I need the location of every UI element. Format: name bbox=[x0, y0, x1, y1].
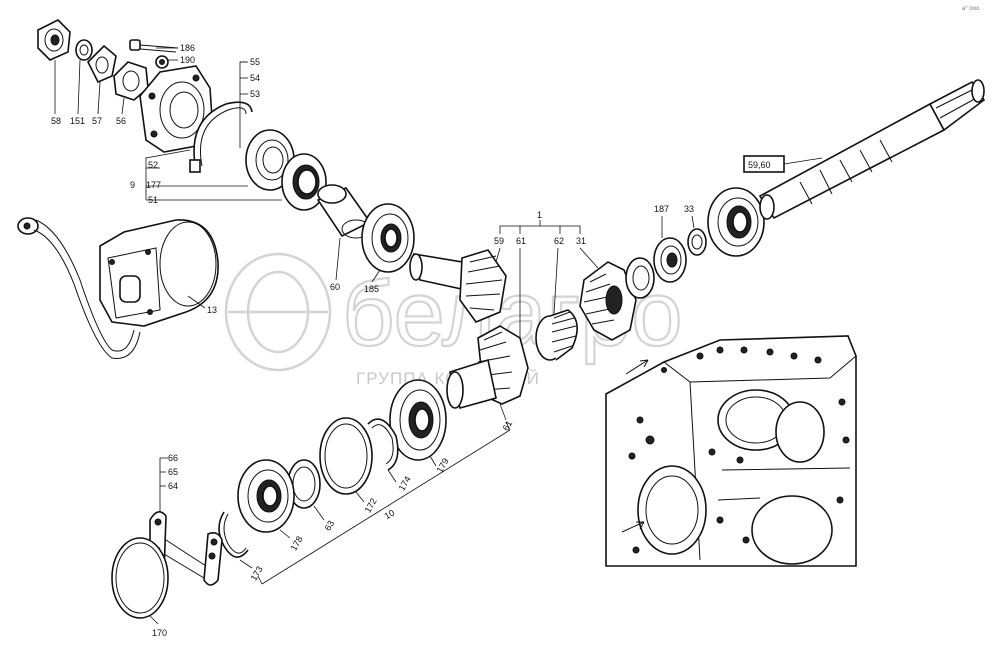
washer-33: 33 bbox=[684, 204, 707, 256]
label-33: 33 bbox=[684, 204, 694, 214]
label-51: 51 bbox=[148, 195, 158, 205]
spacer-187: 187 bbox=[625, 204, 687, 299]
label-63: 63 bbox=[323, 519, 337, 533]
label-186: 186 bbox=[180, 43, 195, 53]
label-62: 62 bbox=[554, 236, 564, 246]
label-61: 61 bbox=[516, 236, 526, 246]
label-58: 58 bbox=[51, 116, 61, 126]
label-170: 170 bbox=[152, 628, 167, 638]
washer-151 bbox=[75, 39, 93, 61]
lock-plate-57 bbox=[87, 44, 117, 84]
label-178: 178 bbox=[289, 534, 305, 552]
label-1: 1 bbox=[537, 210, 542, 220]
label-10: 10 bbox=[383, 508, 397, 522]
retaining-ring-53 bbox=[189, 101, 253, 173]
corner-mark: a° ooo bbox=[962, 6, 980, 12]
label-66: 66 bbox=[168, 453, 178, 463]
gear-61: 61 bbox=[446, 325, 529, 432]
ring-172: 172 bbox=[319, 417, 379, 514]
label-31: 31 bbox=[576, 236, 586, 246]
needle-bearing-62 bbox=[535, 309, 578, 361]
label-55: 55 bbox=[250, 57, 260, 67]
label-52: 52 bbox=[148, 160, 158, 170]
bolt-186 bbox=[129, 39, 179, 53]
label-13: 13 bbox=[207, 305, 217, 315]
label-174: 174 bbox=[397, 474, 413, 492]
housing-13: 13 bbox=[99, 219, 219, 327]
ring-174: 174 bbox=[367, 418, 413, 492]
label-group-10: 10 bbox=[257, 421, 511, 585]
label-65: 65 bbox=[168, 467, 178, 477]
washer-190 bbox=[155, 55, 169, 69]
labels-top-left: 58 151 57 56 186 190 55 54 53 52 9 177 5… bbox=[51, 43, 282, 205]
label-172: 172 bbox=[363, 496, 379, 514]
ring-63: 63 bbox=[287, 459, 337, 533]
label-64: 64 bbox=[168, 481, 178, 491]
label-53: 53 bbox=[250, 89, 260, 99]
bearing-178: 178 bbox=[237, 459, 305, 552]
bearing-179: 179 bbox=[389, 379, 451, 474]
label-59: 59 bbox=[494, 236, 504, 246]
label-9: 9 bbox=[130, 180, 135, 190]
label-187: 187 bbox=[654, 204, 669, 214]
nut-58 bbox=[37, 19, 71, 61]
pipe-assembly bbox=[17, 217, 141, 359]
pinion-shaft-59 bbox=[409, 249, 507, 323]
lock-plates: 66 65 64 bbox=[149, 453, 223, 586]
bearing-185: 185 bbox=[361, 203, 415, 294]
watermark-logo-ring bbox=[224, 252, 332, 372]
label-185: 185 bbox=[364, 284, 379, 294]
o-ring-170: 170 bbox=[111, 537, 169, 638]
gearbox-casing bbox=[605, 335, 857, 567]
label-151: 151 bbox=[70, 116, 85, 126]
label-60: 60 bbox=[330, 282, 340, 292]
bevel-gear-31 bbox=[579, 261, 637, 341]
seal-51 bbox=[281, 153, 327, 211]
label-190: 190 bbox=[180, 55, 195, 65]
cover-52 bbox=[139, 65, 213, 153]
label-56: 56 bbox=[116, 116, 126, 126]
label-group-1: 1 59 61 62 31 bbox=[494, 210, 599, 340]
label-57: 57 bbox=[92, 116, 102, 126]
splined-shaft: 59,60 bbox=[743, 79, 986, 220]
bearing-shaft-end bbox=[707, 187, 765, 257]
label-177: 177 bbox=[146, 180, 161, 190]
label-54: 54 bbox=[250, 73, 260, 83]
label-59-60: 59,60 bbox=[748, 160, 771, 170]
